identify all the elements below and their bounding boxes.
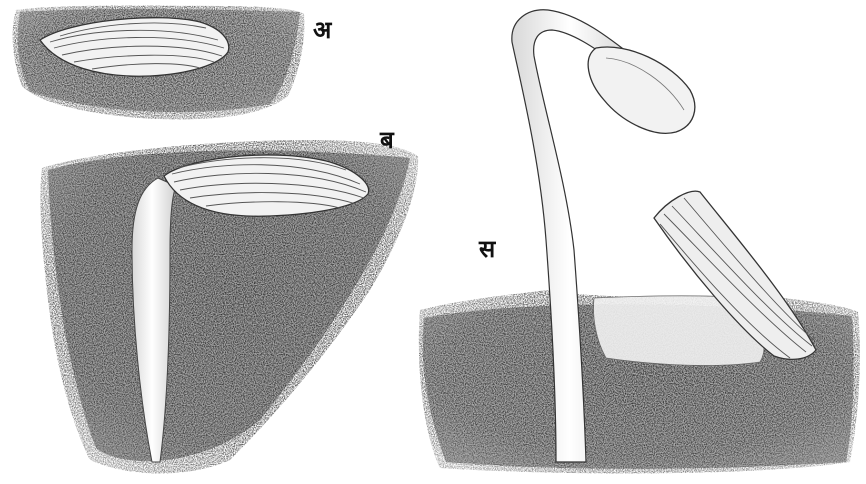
panel-label-a: अ — [313, 18, 331, 42]
cotyledon-c — [588, 47, 695, 133]
panel-a — [13, 6, 305, 120]
panel-b — [40, 140, 418, 474]
panel-label-b: ब — [380, 128, 394, 152]
panel-label-c: स — [479, 237, 495, 261]
